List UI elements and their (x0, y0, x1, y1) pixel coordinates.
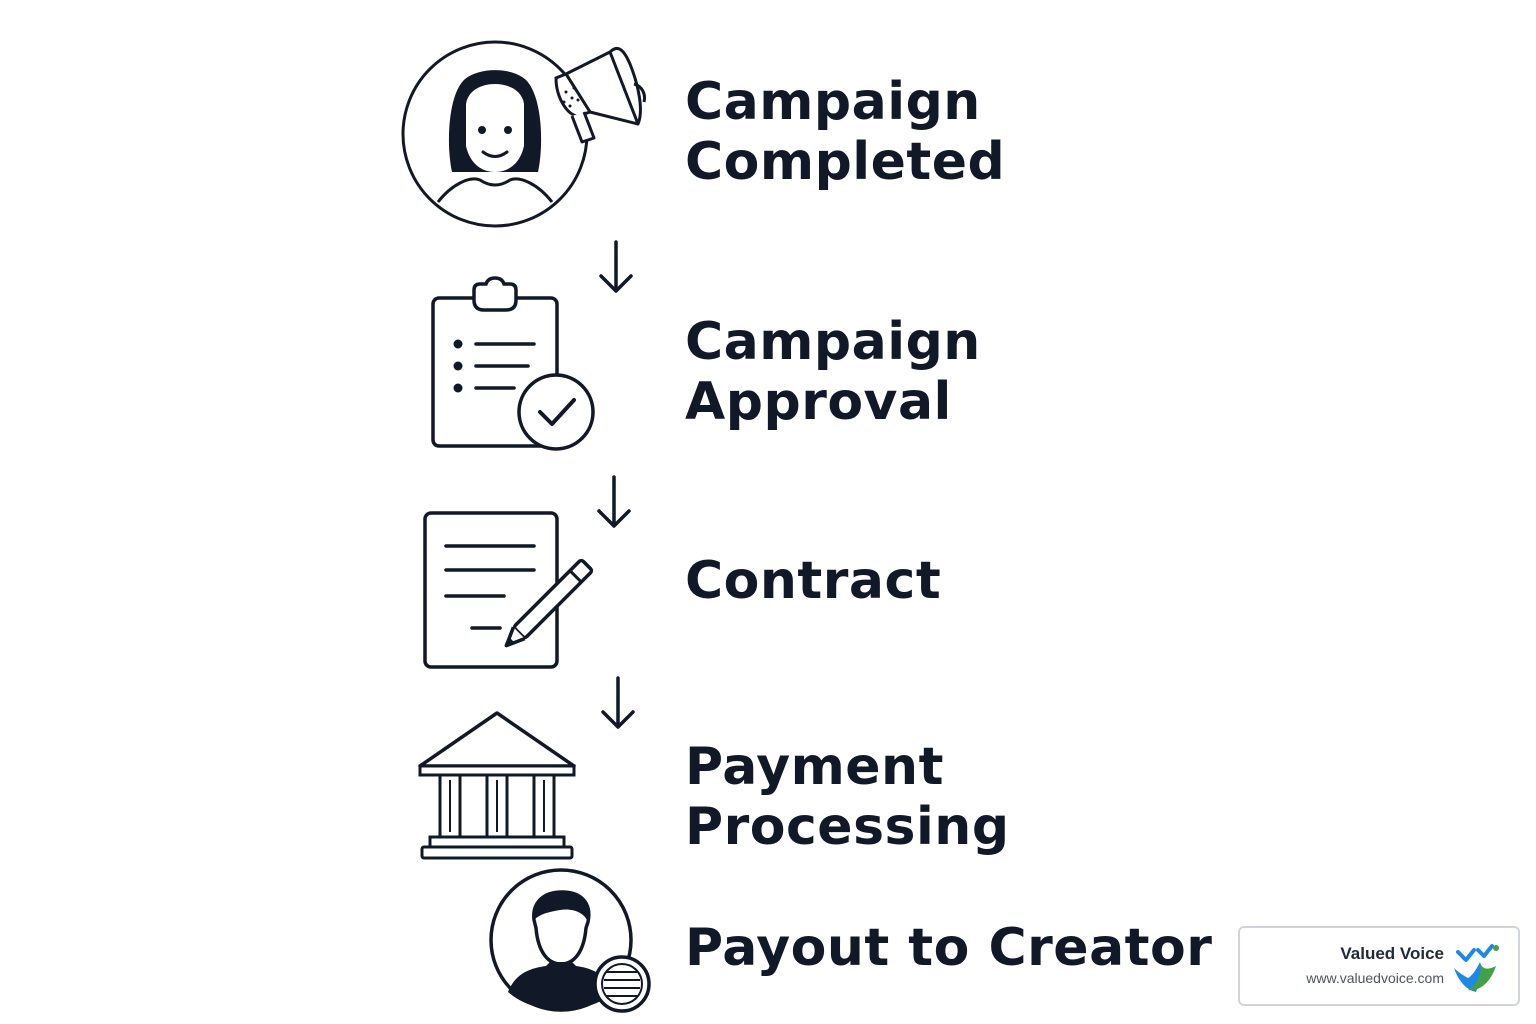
clipboard-check-icon (431, 276, 595, 451)
down-arrow-icon (599, 240, 633, 293)
valued-voice-logo-icon (1454, 944, 1499, 992)
step-label-campaign-completed: Campaign Completed (685, 72, 1006, 192)
down-arrow-icon (601, 676, 635, 729)
step-label-payment-processing: Payment Processing (685, 737, 1010, 857)
creator-coin-icon (489, 868, 651, 1013)
step-label-campaign-approval: Campaign Approval (685, 312, 981, 432)
watermark-badge: Valued Voice www.valuedvoice.com (1238, 926, 1520, 1006)
down-arrow-icon (597, 475, 631, 528)
contract-sign-icon (423, 511, 594, 669)
watermark-name: Valued Voice (1340, 944, 1444, 963)
watermark-url: www.valuedvoice.com (1306, 970, 1444, 986)
step-label-contract: Contract (685, 551, 942, 611)
bank-icon (418, 711, 576, 860)
influencer-megaphone-icon (401, 40, 646, 228)
step-label-payout-to-creator: Payout to Creator (685, 918, 1213, 978)
